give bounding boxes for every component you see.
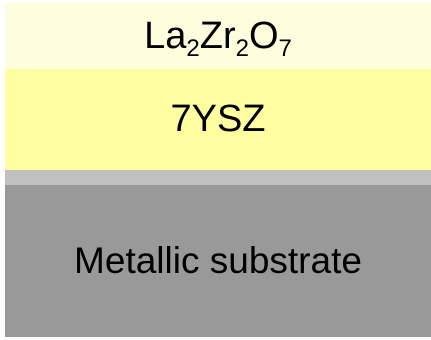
- layer-stack-diagram: La2Zr2O7 7YSZ Metallic substrate: [5, 3, 431, 337]
- metallic-substrate-label: Metallic substrate: [74, 240, 362, 281]
- ysz-layer: 7YSZ: [5, 69, 431, 170]
- formula-element-o: O: [248, 14, 279, 57]
- formula-subscript-o: 7: [278, 34, 292, 62]
- formula-element-la: La: [144, 14, 187, 57]
- thin-grey-interlayer: [5, 170, 431, 185]
- lanthanum-zirconate-layer: La2Zr2O7: [5, 3, 431, 69]
- formula-subscript-la: 2: [186, 34, 200, 62]
- formula-subscript-zr: 2: [235, 34, 249, 62]
- ysz-layer-label: 7YSZ: [170, 98, 266, 140]
- formula-element-zr: Zr: [199, 14, 236, 57]
- lanthanum-zirconate-formula: La2Zr2O7: [144, 14, 292, 61]
- metallic-substrate-layer: Metallic substrate: [5, 185, 431, 337]
